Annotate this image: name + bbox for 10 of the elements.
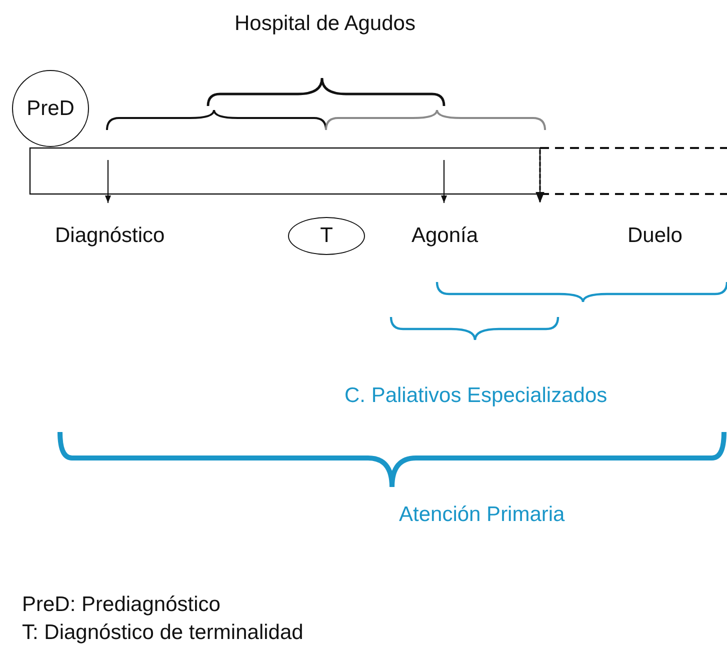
legend-text: T: Diagnóstico de terminalidad <box>22 621 304 645</box>
phase-label: Agonía <box>412 224 478 248</box>
heading-label: Hospital de Agudos <box>234 12 416 36</box>
legend-text: PreD: Prediagnóstico <box>22 593 220 617</box>
node-label: T <box>320 224 333 248</box>
node-label: PreD <box>26 96 74 120</box>
phase-label: Diagnóstico <box>55 224 165 248</box>
care-level-label: Atención Primaria <box>399 503 565 527</box>
phase-label: Duelo <box>628 224 682 248</box>
care-level-label: C. Paliativos Especializados <box>344 384 608 408</box>
